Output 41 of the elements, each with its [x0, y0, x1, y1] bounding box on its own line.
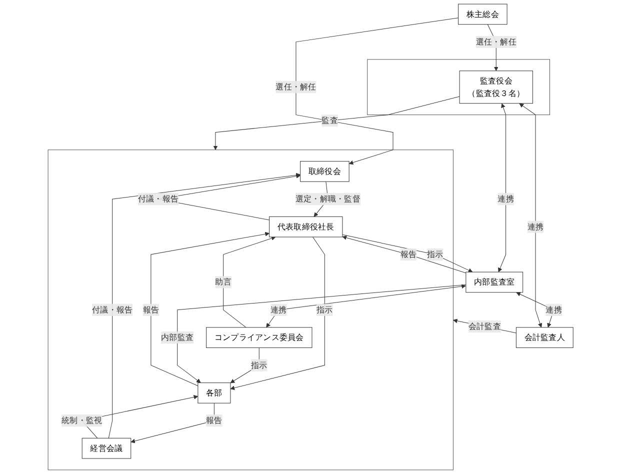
node-box: 経営会議	[82, 438, 132, 459]
node-box: 取締役会	[300, 161, 350, 182]
edge-label: 報告	[206, 416, 222, 426]
arrow	[296, 18, 458, 165]
arrow	[516, 292, 554, 328]
edge-label: 会計監査	[468, 321, 501, 332]
edge-label: 内部監査	[161, 332, 194, 342]
edge-label: 報告	[142, 304, 159, 314]
edge-label: 選定・解職・監督	[295, 194, 360, 204]
arrow	[222, 236, 276, 328]
arrow	[266, 284, 466, 328]
edge-label: 選任・解任	[476, 36, 516, 46]
edge-label: 助言	[215, 277, 232, 287]
cluster	[367, 59, 550, 116]
edge-label: 報告	[400, 249, 417, 260]
edge-label: 指示	[316, 304, 333, 314]
edge-label: 連携	[527, 222, 544, 232]
edge-label: 選任・解任	[276, 82, 316, 92]
edge-label: 連携	[546, 304, 562, 314]
arrow	[498, 103, 506, 272]
edge-label: 指示	[426, 249, 443, 260]
node-box: 株主総会	[458, 4, 508, 25]
arrow	[519, 103, 542, 328]
arrow	[452, 318, 516, 334]
node-box: 内部監査室	[466, 272, 523, 293]
node-box: コンプライアンス委員会	[206, 327, 312, 348]
node-box: 各部	[198, 382, 231, 404]
cluster	[48, 150, 454, 470]
arrow	[150, 232, 270, 386]
node-box: 会計監査人	[516, 327, 574, 348]
node-box: 監査役会 （監査役３名）	[459, 70, 533, 104]
edge-label: 付議・報告	[92, 304, 133, 314]
edge-label: 監査	[322, 116, 338, 126]
node-box: 代表取締役社長	[268, 216, 343, 238]
edge-label: 連携	[270, 304, 287, 314]
edge-label: 付議・報告	[138, 194, 179, 204]
edge-label: 統制・監視	[61, 416, 102, 426]
arrow	[130, 402, 214, 444]
arrow	[213, 96, 460, 150]
edge-label: 連携	[498, 194, 514, 204]
edge-label: 指示	[250, 360, 268, 370]
